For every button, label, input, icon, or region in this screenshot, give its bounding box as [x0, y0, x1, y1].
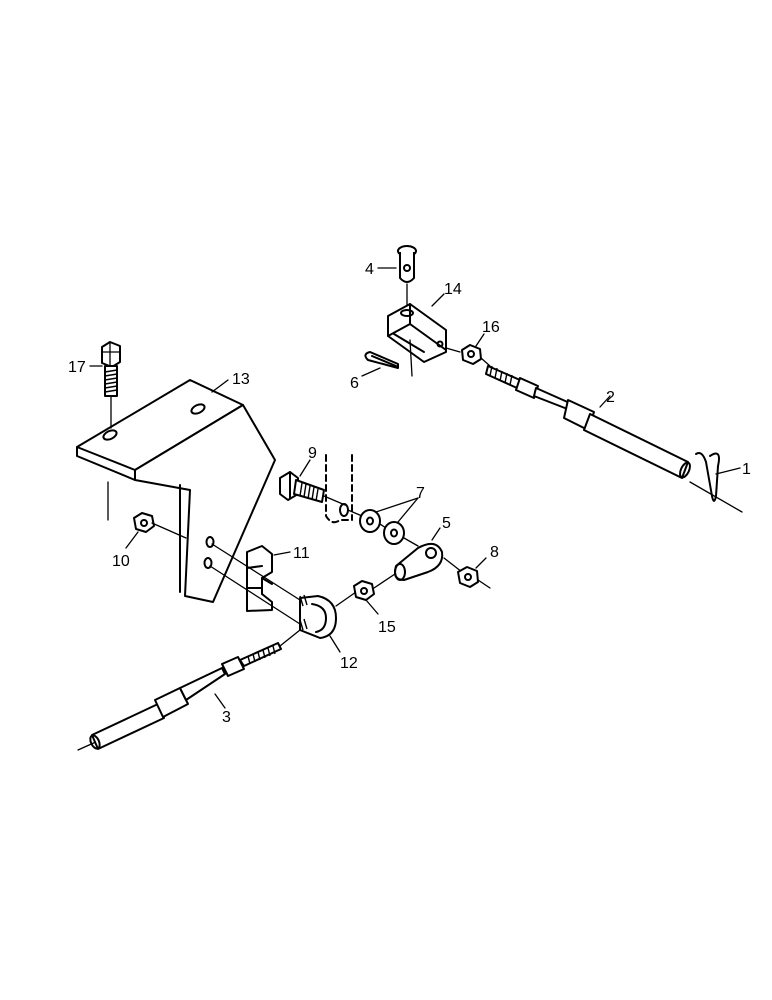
nut-10: [133, 512, 187, 539]
callout-1: 1: [742, 461, 751, 478]
callout-8: 8: [490, 544, 499, 561]
bolt-17: [101, 341, 121, 429]
callout-10: 10: [112, 553, 130, 570]
callout-13: 13: [232, 371, 250, 388]
lever-tab: [325, 454, 353, 524]
mounting-bracket: [76, 379, 276, 603]
nut-16: [445, 344, 491, 367]
callout-2: 2: [606, 389, 615, 406]
callout-5: 5: [442, 515, 451, 532]
nut-8: [443, 557, 491, 589]
cable-2: [485, 365, 691, 479]
clevis-pin-4: [397, 245, 417, 307]
leader-lines: [89, 267, 741, 709]
washers-7: [347, 509, 419, 547]
callout-6: 6: [350, 375, 359, 392]
callout-7: 7: [416, 485, 425, 502]
bolt-9: [279, 471, 346, 506]
nut-15: [335, 571, 399, 607]
callout-11: 11: [293, 545, 310, 562]
callout-17: 17: [68, 359, 86, 376]
callout-3: 3: [222, 709, 231, 726]
clamp-plate-11: [246, 545, 273, 612]
callout-4: 4: [365, 261, 374, 278]
split-pin-6: [364, 351, 399, 369]
clevis-14: [387, 303, 447, 377]
spring-clip-1: [689, 452, 743, 513]
cable-3: [77, 629, 301, 751]
callout-12: 12: [340, 655, 358, 672]
callout-16: 16: [482, 319, 500, 336]
callout-15: 15: [378, 619, 396, 636]
rod-end-5: [394, 542, 444, 581]
callout-9: 9: [308, 445, 317, 462]
u-bolt-12: [209, 543, 337, 639]
callout-labels: 1 2 3 4 5 6 7 8 9 10 11 12 13 14 15 16 1…: [68, 261, 751, 726]
callout-14: 14: [444, 281, 462, 298]
